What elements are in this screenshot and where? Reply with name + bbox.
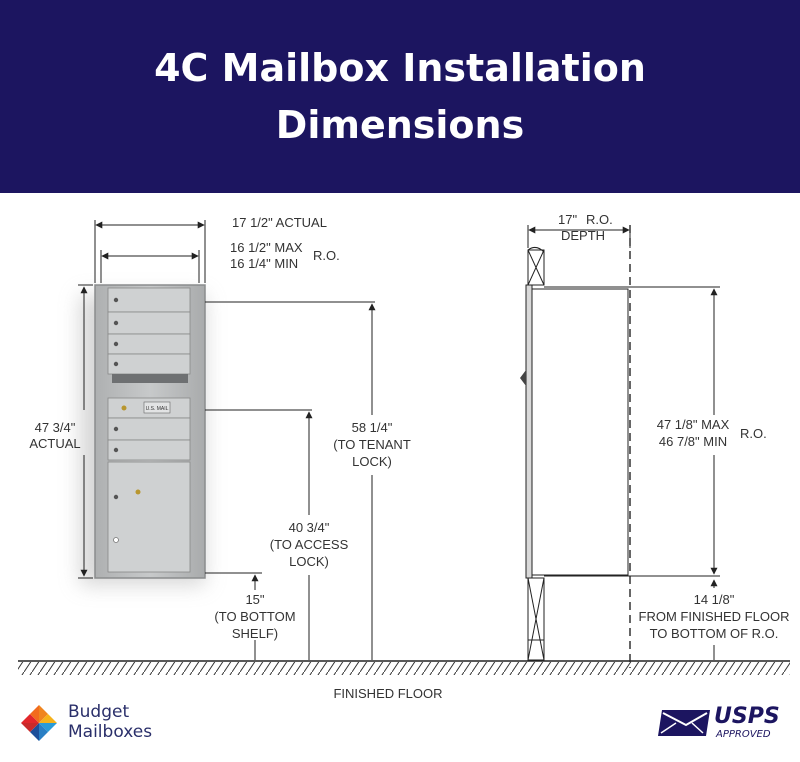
tenant-door <box>107 333 191 355</box>
access-lock <box>121 405 127 411</box>
pinwheel-icon <box>21 705 57 741</box>
tenant-door <box>107 417 191 441</box>
tenant-lock <box>113 447 119 453</box>
floor-ro-line1: FROM FINISHED FLOOR <box>639 609 790 624</box>
mailbox-flange <box>525 284 533 579</box>
tenant-door <box>107 311 191 335</box>
height-actual-value: 47 3/4" <box>35 420 76 435</box>
mailbox-front: U.S. MAIL <box>94 284 206 579</box>
header-banner: 4C Mailbox Installation Dimensions <box>0 0 800 193</box>
ro-height-max: 47 1/8" MAX <box>657 417 730 432</box>
tenant-lock-line2: LOCK) <box>352 454 392 469</box>
side-view: 17" R.O. DEPTH 47 1/8" MAX 46 7/8" MIN R… <box>520 212 789 668</box>
ro-width-min: 16 1/4" MIN <box>230 256 298 271</box>
page-title: 4C Mailbox Installation Dimensions <box>0 40 800 154</box>
depth-value: 17" <box>558 212 577 227</box>
parcel-key-lock <box>135 489 141 495</box>
parcel-locker-door <box>107 461 191 573</box>
usmail-text: U.S. MAIL <box>146 406 169 412</box>
tenant-lock <box>113 341 119 347</box>
tenant-lock-value: 58 1/4" <box>352 420 393 435</box>
logo-left-line1: Budget <box>68 702 130 722</box>
tenant-door <box>107 353 191 375</box>
height-actual-label: ACTUAL <box>29 436 80 451</box>
ro-width-label: R.O. <box>313 248 340 263</box>
bottom-shelf-line1: (TO BOTTOM <box>214 609 295 624</box>
access-lock-line2: LOCK) <box>289 554 329 569</box>
tenant-lock-line1: (TO TENANT <box>333 437 411 452</box>
outgoing-mail-slot <box>112 374 188 383</box>
logo-left-text: Budget Mailboxes <box>68 702 152 742</box>
tenant-lock <box>113 361 119 367</box>
mailbox-side-body <box>531 288 629 576</box>
usmail-plate <box>143 401 171 414</box>
width-actual-label: 17 1/2" ACTUAL <box>232 215 327 230</box>
envelope-icon <box>658 710 710 736</box>
mailbox-handle <box>520 370 526 386</box>
bottom-shelf-line2: SHELF) <box>232 626 278 641</box>
usps-approved-logo: USPS APPROVED <box>656 705 786 743</box>
logo-left-line2: Mailboxes <box>68 722 153 742</box>
tenant-lock <box>113 320 119 326</box>
usps-text: USPS <box>714 704 780 729</box>
usps-sub: APPROVED <box>716 729 771 740</box>
tenant-door <box>107 439 191 461</box>
front-view: U.S. MAIL 17 1/2" ACTUAL 16 1/2" MAX 16 … <box>29 215 411 660</box>
ro-height-label: R.O. <box>740 426 767 441</box>
finished-floor-label: FINISHED FLOOR <box>333 686 442 701</box>
depth-ro: R.O. <box>586 212 613 227</box>
budget-mailboxes-logo: Budget Mailboxes <box>18 700 218 746</box>
tenant-lock <box>113 297 119 303</box>
title-line-1: 4C Mailbox Installation <box>154 46 646 90</box>
access-lock-line1: (TO ACCESS <box>270 537 349 552</box>
tenant-door <box>107 287 191 313</box>
title-line-2: Dimensions <box>275 103 525 147</box>
tenant-lock <box>113 426 119 432</box>
bottom-shelf-value: 15" <box>245 592 264 607</box>
access-lock-value: 40 3/4" <box>289 520 330 535</box>
parcel-lock <box>113 494 119 500</box>
finished-floor: FINISHED FLOOR <box>18 660 790 701</box>
depth-label: DEPTH <box>561 228 605 243</box>
ro-width-max: 16 1/2" MAX <box>230 240 303 255</box>
floor-ro-value: 14 1/8" <box>694 592 735 607</box>
floor-ro-line2: TO BOTTOM OF R.O. <box>650 626 779 641</box>
parcel-knob <box>113 537 119 543</box>
ro-height-min: 46 7/8" MIN <box>659 434 727 449</box>
